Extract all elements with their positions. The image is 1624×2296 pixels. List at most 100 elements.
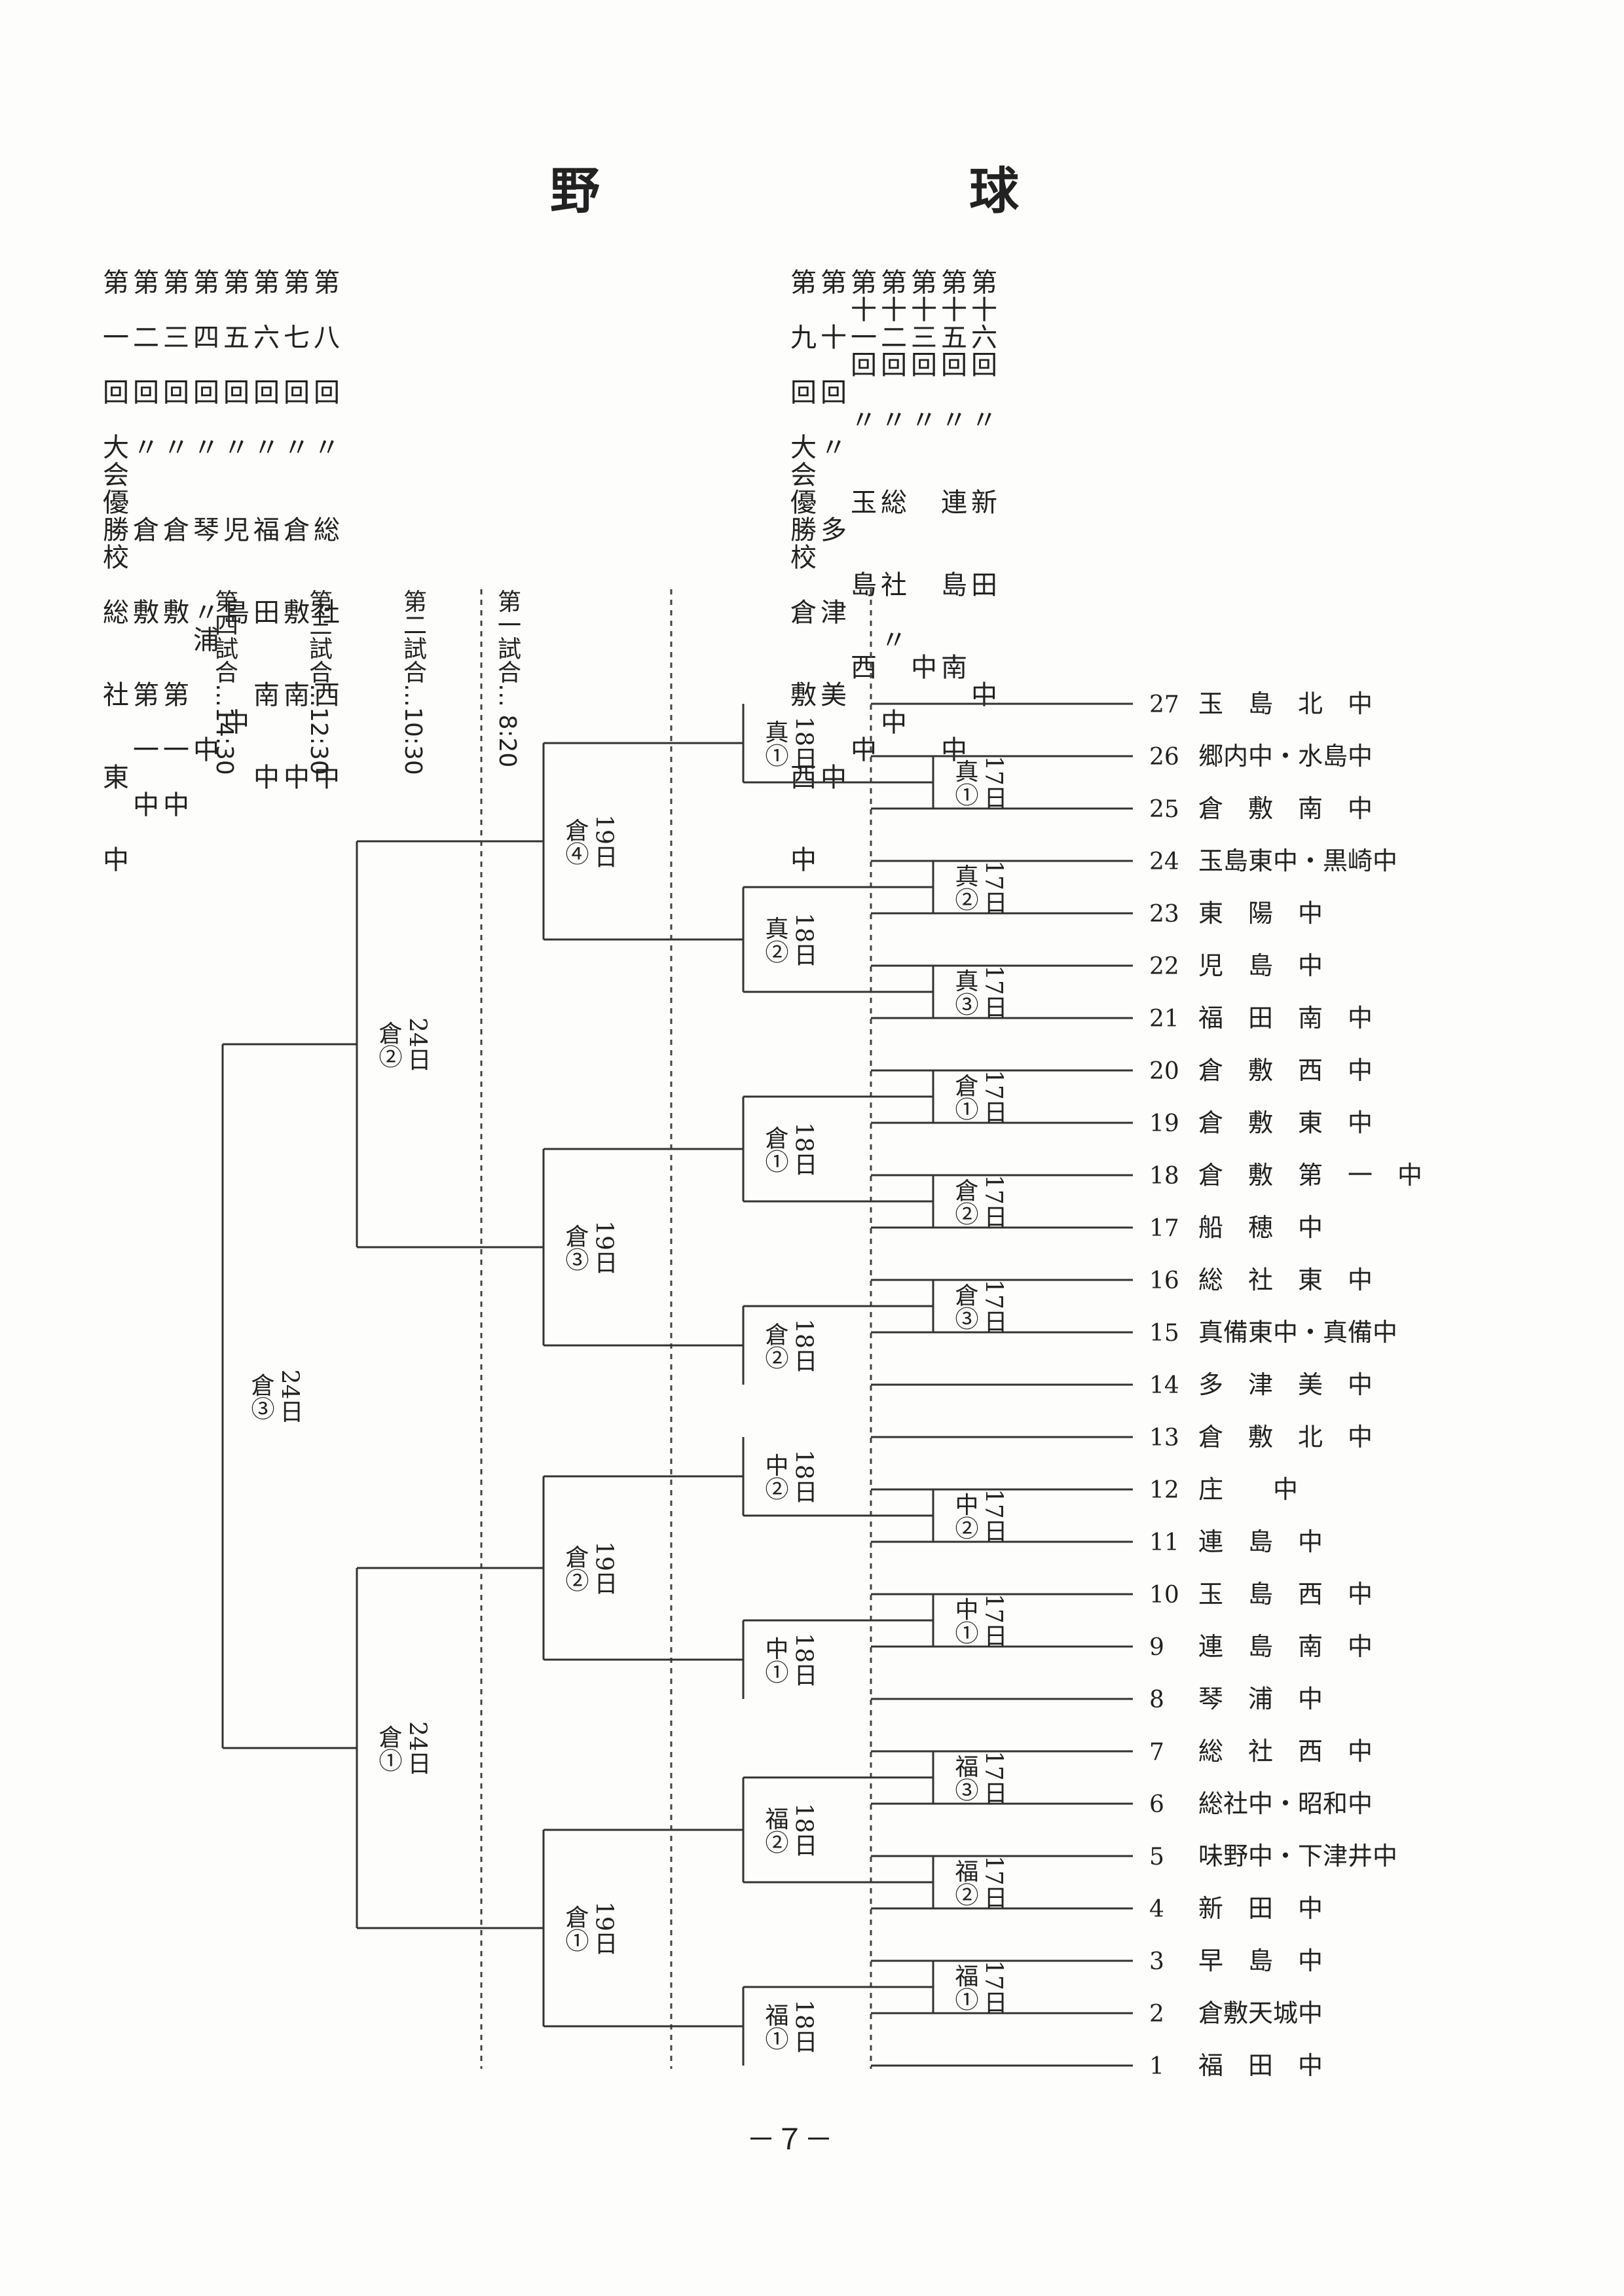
r18-label-2: 18日福② <box>762 1803 817 1857</box>
team-name-8: 琴 浦 中 <box>1198 1685 1323 1713</box>
history-right-entry-5: 第十三回 〃 中 <box>906 268 936 681</box>
team-number-10: 10 <box>1149 1582 1179 1609</box>
r19-label-3: 19日倉③ <box>562 1220 618 1274</box>
team-number-19: 19 <box>1149 1110 1179 1137</box>
r18-label-6: 18日倉① <box>762 1122 817 1176</box>
history-right-entry-1: 第 九 回 大会優勝校 倉 敷 西 中 <box>786 268 816 873</box>
team-number-15: 15 <box>1149 1320 1179 1347</box>
team-number-4: 4 <box>1149 1896 1164 1923</box>
team-number-8: 8 <box>1149 1686 1164 1713</box>
schedule-item-1: 第一試合… 8:20 <box>494 589 521 768</box>
team-number-2: 2 <box>1149 2001 1164 2028</box>
title-char-1: 野 <box>550 162 600 220</box>
team-number-27: 27 <box>1149 691 1179 718</box>
team-name-21: 福 田 南 中 <box>1198 1004 1373 1032</box>
team-number-25: 25 <box>1149 796 1179 823</box>
team-number-24: 24 <box>1149 848 1179 875</box>
team-name-3: 早 島 中 <box>1198 1946 1323 1975</box>
history-left-entry-6: 第 六 回 〃 福 田 南 中 <box>249 268 279 791</box>
team-number-7: 7 <box>1149 1739 1164 1766</box>
team-name-11: 連 島 中 <box>1198 1527 1323 1556</box>
team-name-17: 船 穂 中 <box>1198 1213 1323 1242</box>
team-name-18: 倉 敷 第 一 中 <box>1198 1161 1422 1190</box>
team-number-5: 5 <box>1149 1844 1164 1870</box>
r17-label-8: 17日倉① <box>951 1070 1007 1123</box>
team-name-25: 倉 敷 南 中 <box>1198 794 1373 823</box>
r18-label-4: 18日中② <box>762 1449 817 1503</box>
r18-label-7: 18日真② <box>762 913 817 966</box>
schedule-item-3: 第三試合…12:30 <box>305 589 332 775</box>
r18-label-8: 18日真① <box>762 716 817 770</box>
r24-label-1: 24日倉① <box>375 1721 431 1775</box>
history-right-entry-7: 第十六回 〃 新 田 中 <box>967 268 997 708</box>
team-name-2: 倉敷天城中 <box>1198 1999 1323 2028</box>
schedule-item-2: 第二試合…10:30 <box>399 589 426 775</box>
r17-label-1: 17日福① <box>951 1960 1007 2014</box>
r19-label-1: 19日倉① <box>562 1901 618 1955</box>
r17-label-10: 17日真② <box>951 860 1007 914</box>
team-name-26: 郷内中・水島中 <box>1198 742 1373 771</box>
r18-label-3: 18日中① <box>762 1633 817 1686</box>
team-number-26: 26 <box>1149 744 1179 771</box>
r17-label-7: 17日倉② <box>951 1175 1007 1228</box>
team-number-20: 20 <box>1149 1058 1179 1085</box>
r19-label-4: 19日倉④ <box>562 814 618 868</box>
r17-label-3: 17日福③ <box>951 1751 1007 1804</box>
history-left-entry-7: 第 七 回 〃 倉 敷 南 中 <box>279 268 309 791</box>
history-left-entry-5: 第 五 回 〃 児 島 中 <box>219 268 249 736</box>
team-number-16: 16 <box>1149 1267 1179 1294</box>
r18-label-1: 18日福① <box>762 1999 817 2053</box>
team-name-16: 総 社 東 中 <box>1198 1266 1373 1294</box>
r17-label-9: 17日真③ <box>951 965 1007 1019</box>
schedule-item-4: 第四試合…14:30 <box>211 589 238 775</box>
team-number-13: 13 <box>1149 1425 1179 1451</box>
page-number: －７－ <box>747 2123 833 2157</box>
team-number-18: 18 <box>1149 1163 1179 1190</box>
team-name-5: 味野中・下津井中 <box>1198 1842 1397 1870</box>
team-name-13: 倉 敷 北 中 <box>1198 1423 1373 1451</box>
team-number-21: 21 <box>1149 1006 1179 1032</box>
team-number-1: 1 <box>1149 2053 1164 2080</box>
r18-label-5: 18日倉② <box>762 1319 817 1372</box>
team-name-20: 倉 敷 西 中 <box>1198 1056 1373 1085</box>
team-name-23: 東 陽 中 <box>1198 899 1323 928</box>
history-right-entry-4: 第十二回 〃 総 社 〃 中 <box>876 268 906 736</box>
history-left-entry-1: 第 一 回 大会優勝校 総 社 東 中 <box>98 268 128 873</box>
history-left-entry-8: 第 八 回 〃 総 社 西 中 <box>309 268 339 791</box>
r24-label-2: 24日倉② <box>375 1017 431 1071</box>
team-name-22: 児 島 中 <box>1198 951 1323 980</box>
team-number-12: 12 <box>1149 1477 1179 1504</box>
history-right-entry-2: 第 十 回 〃 多 津 美 中 <box>816 268 846 791</box>
match-schedule: 第一試合… 8:20 第二試合…10:30 第三試合…12:30 第四試合…14… <box>177 589 585 775</box>
team-name-14: 多 津 美 中 <box>1198 1370 1373 1399</box>
team-name-9: 連 島 南 中 <box>1198 1632 1373 1661</box>
team-name-19: 倉 敷 東 中 <box>1198 1108 1373 1137</box>
history-right-entry-3: 第十一回 〃 玉 島 西 中 <box>846 268 876 763</box>
team-name-27: 玉 島 北 中 <box>1198 689 1373 718</box>
r17-label-11: 17日真① <box>951 756 1007 809</box>
team-number-14: 14 <box>1149 1372 1179 1399</box>
team-number-9: 9 <box>1149 1634 1164 1661</box>
team-name-4: 新 田 中 <box>1198 1894 1323 1923</box>
team-number-23: 23 <box>1149 901 1179 928</box>
team-name-6: 総社中・昭和中 <box>1198 1789 1373 1818</box>
team-name-10: 玉 島 西 中 <box>1198 1580 1373 1609</box>
history-left-entry-3: 第 三 回 〃 倉 敷 第 一 中 <box>158 268 189 818</box>
history-left-entry-4: 第 四 回 〃 琴 〃浦 中 <box>189 268 219 763</box>
r17-label-5: 17日中② <box>951 1489 1007 1542</box>
team-name-7: 総 社 西 中 <box>1198 1737 1373 1766</box>
history-left-entry-2: 第 二 回 〃 倉 敷 第 一 中 <box>128 268 158 818</box>
team-name-1: 福 田 中 <box>1198 2051 1323 2080</box>
team-number-6: 6 <box>1149 1791 1164 1818</box>
r17-label-4: 17日中① <box>951 1594 1007 1647</box>
r17-label-6: 17日倉③ <box>951 1279 1007 1333</box>
team-number-22: 22 <box>1149 953 1179 980</box>
r17-label-2: 17日福② <box>951 1855 1007 1909</box>
final-label: 24日倉③ <box>248 1370 303 1423</box>
team-name-15: 真備東中・真備中 <box>1198 1318 1397 1347</box>
team-number-17: 17 <box>1149 1215 1179 1242</box>
team-name-12: 庄 中 <box>1198 1475 1298 1504</box>
r19-label-2: 19日倉② <box>562 1541 618 1595</box>
history-right-entry-6: 第十五回 〃 連 島 南 中 <box>936 268 967 763</box>
title-char-2: 球 <box>969 162 1019 220</box>
